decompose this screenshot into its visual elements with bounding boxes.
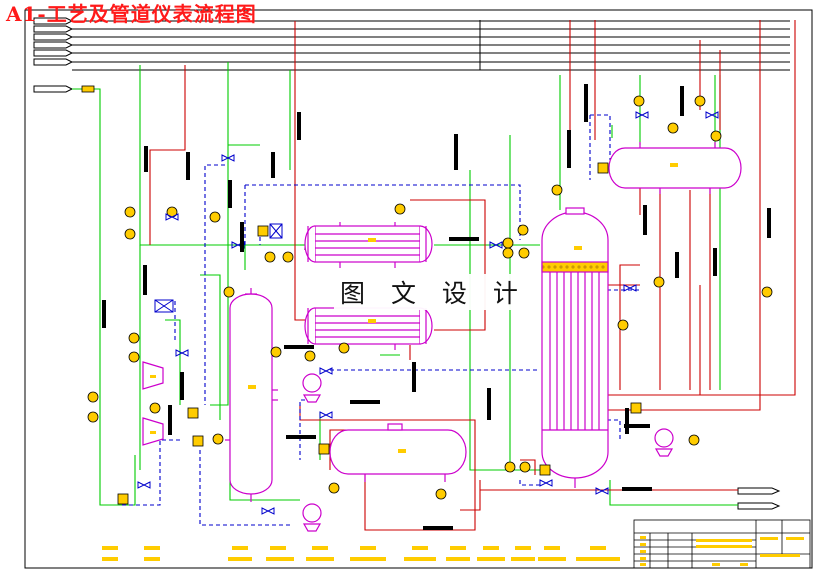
title-block-labels (640, 536, 804, 566)
inlet-arrows (33, 17, 74, 93)
header-lines (72, 20, 790, 71)
process-lines (149, 20, 796, 531)
label-boxes (81, 85, 678, 505)
heat-exchanger-upper (304, 222, 433, 268)
pump-1 (302, 373, 322, 403)
instrument-bubbles (87, 95, 773, 500)
heat-exchanger-lower (304, 307, 433, 350)
equipment-labels (102, 546, 620, 561)
pump-2 (302, 503, 322, 532)
valves (137, 111, 719, 515)
filter-boxes (154, 223, 283, 313)
title-block (633, 519, 811, 569)
vertical-vessel-left (225, 288, 278, 502)
misc-lines (304, 20, 481, 250)
outlet-arrows (737, 487, 781, 510)
drawing-border (24, 9, 813, 569)
pump-3 (654, 428, 674, 457)
watermark-text: 图 文 设 计 (334, 274, 533, 310)
page-title: A1-工艺及管道仪表流程图 (6, 2, 257, 26)
horizontal-drum-top (608, 142, 742, 194)
tag-bars (102, 84, 771, 530)
multitubular-reactor (541, 207, 609, 488)
